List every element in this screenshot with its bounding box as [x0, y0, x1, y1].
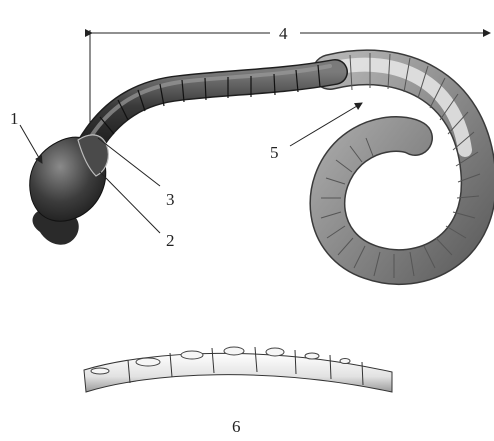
- scape-base: [30, 135, 109, 245]
- label-3: 3: [166, 190, 175, 209]
- leader-1: [20, 125, 42, 163]
- label-5: 5: [270, 143, 279, 162]
- label-2: 2: [166, 231, 175, 250]
- flagellomere-strip: [84, 347, 392, 392]
- leader-2: [100, 172, 160, 233]
- pedicel-segments: [88, 65, 335, 148]
- flagellum-coil: [321, 53, 480, 278]
- label-4: 4: [279, 24, 288, 43]
- label-1: 1: [10, 109, 19, 128]
- label-6: 6: [232, 417, 241, 436]
